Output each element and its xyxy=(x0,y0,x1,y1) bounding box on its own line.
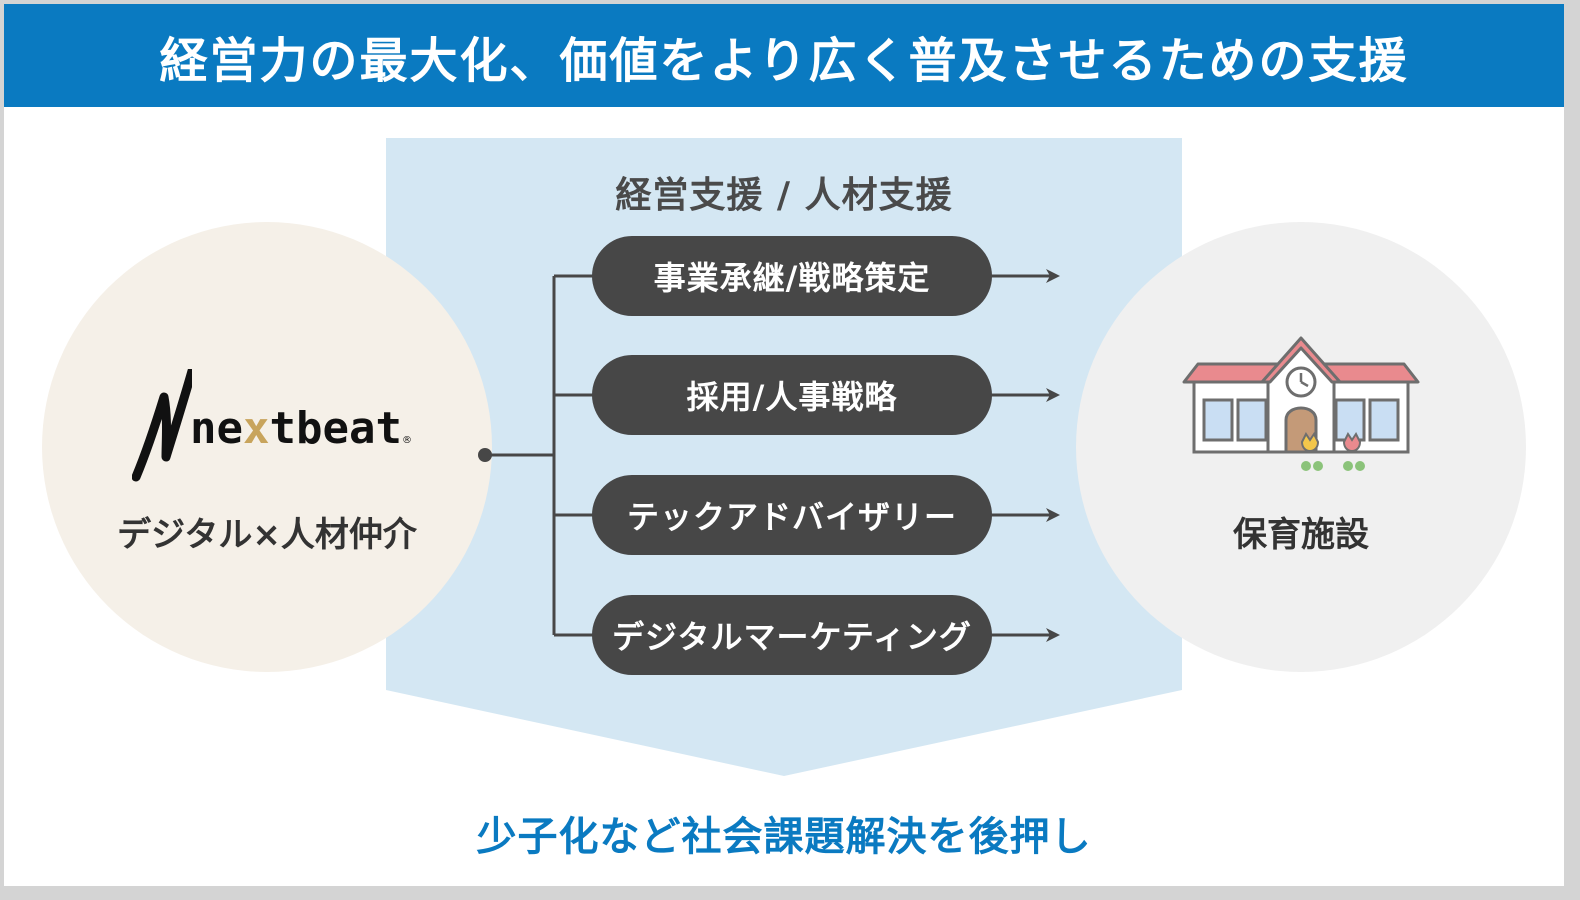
nextbeat-logo: nextbeat ® xyxy=(132,369,422,489)
registered-mark: ® xyxy=(402,435,412,446)
nextbeat-label: デジタル×人材仲介 xyxy=(117,515,417,555)
diagram-frame: 経営力の最大化、価値をより広く普及させるための支援 経営支援 / 人材支援 事業… xyxy=(4,4,1564,886)
support-item-marketing: デジタルマーケティング xyxy=(592,595,992,675)
nursery-label: 保育施設 xyxy=(1233,515,1369,555)
nextbeat-circle xyxy=(42,222,492,672)
school-building-icon xyxy=(1182,336,1420,471)
support-item-succession: 事業承継/戦略策定 xyxy=(592,236,992,316)
nextbeat-wordmark: nextbeat xyxy=(190,403,402,454)
support-item-tech: テックアドバイザリー xyxy=(592,475,992,555)
footer-message: 少子化など社会課題解決を後押し xyxy=(476,814,1092,860)
page-title: 経営力の最大化、価値をより広く普及させるための支援 xyxy=(4,4,1564,107)
support-title: 経営支援 / 人材支援 xyxy=(615,175,953,216)
support-item-hr: 採用/人事戦略 xyxy=(592,355,992,435)
nextbeat-n-mark-icon xyxy=(132,369,192,482)
